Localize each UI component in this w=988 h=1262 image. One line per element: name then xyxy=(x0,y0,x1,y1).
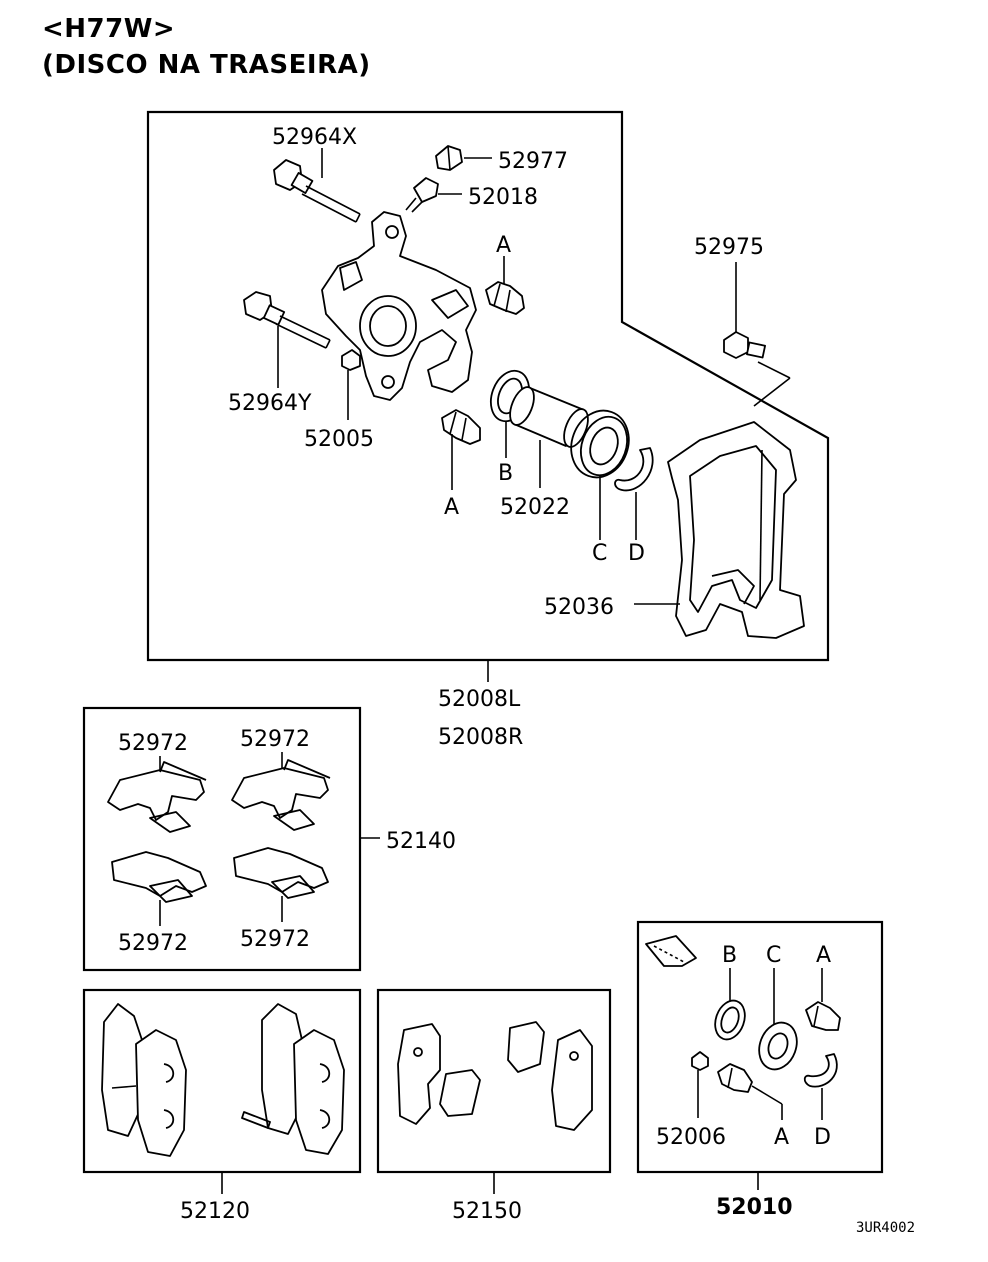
label-52005: 52005 xyxy=(304,427,374,452)
label-ref-B: B xyxy=(498,461,513,486)
kit-pin-boot-bottom xyxy=(717,1063,753,1093)
guide-pin-bolt-y xyxy=(243,291,331,349)
label-ref-D: D xyxy=(628,541,645,566)
piston-boot xyxy=(570,409,630,479)
label-52977: 52977 xyxy=(498,149,568,174)
kit-pin-boot-top xyxy=(805,1001,841,1031)
label-52972-top-right: 52972 xyxy=(240,727,310,752)
label-kit-A-bottom: A xyxy=(774,1125,789,1150)
guide-pin-bolt-x xyxy=(273,159,361,223)
label-52150: 52150 xyxy=(452,1199,522,1224)
label-kit-A-top: A xyxy=(816,943,831,968)
brake-pads-right xyxy=(241,1003,345,1155)
label-52964Y: 52964Y xyxy=(228,391,312,416)
label-ref-A-lower: A xyxy=(444,495,459,520)
bleeder-cap xyxy=(435,145,463,171)
snap-ring xyxy=(614,447,654,492)
seal-kit-box xyxy=(636,920,884,1174)
label-52975: 52975 xyxy=(694,235,764,260)
pad-clip-top-left xyxy=(107,761,207,833)
label-52018: 52018 xyxy=(468,185,538,210)
label-52008R: 52008R xyxy=(438,725,523,750)
label-52972-bottom-left: 52972 xyxy=(118,931,188,956)
bleeder-screw xyxy=(405,177,439,213)
label-52010: 52010 xyxy=(716,1195,793,1220)
label-52972-top-left: 52972 xyxy=(118,731,188,756)
pad-clip-top-right xyxy=(231,759,331,831)
label-52964X: 52964X xyxy=(272,125,357,150)
label-52036: 52036 xyxy=(544,595,614,620)
label-kit-D: D xyxy=(814,1125,831,1150)
brake-pads-left xyxy=(101,1003,187,1157)
figure-code: 3UR4002 xyxy=(856,1220,915,1236)
leader-52975-bracket-2 xyxy=(753,377,791,407)
kit-snap-ring xyxy=(803,1053,838,1088)
pad-clip-bottom-right xyxy=(233,847,329,899)
label-52022: 52022 xyxy=(500,495,570,520)
label-52008L: 52008L xyxy=(438,687,521,712)
kit-bushing xyxy=(691,1051,709,1071)
label-52972-bottom-right: 52972 xyxy=(240,927,310,952)
label-52140: 52140 xyxy=(386,829,456,854)
pin-bushing xyxy=(341,349,361,371)
caliper-bolt xyxy=(723,331,766,359)
pad-clip-bottom-left xyxy=(111,851,207,903)
piston xyxy=(509,386,589,448)
label-kit-C: C xyxy=(766,943,781,968)
label-ref-C: C xyxy=(592,541,607,566)
kit-seal-ring xyxy=(714,999,746,1041)
label-kit-B: B xyxy=(722,943,737,968)
caliper-body xyxy=(321,211,477,401)
label-ref-A-upper: A xyxy=(496,233,511,258)
pad-shims xyxy=(397,1021,593,1131)
pin-boot-upper xyxy=(485,281,525,315)
header-subtitle: (DISCO NA TRASEIRA) xyxy=(42,50,371,80)
label-52120: 52120 xyxy=(180,1199,250,1224)
header-model: <H77W> xyxy=(42,14,176,44)
pad-clip-kit-box xyxy=(82,706,362,972)
leader-kit-A-bottom xyxy=(751,1085,783,1105)
caliper-support xyxy=(667,421,805,639)
leader-52975-bracket xyxy=(757,361,791,379)
kit-piston-boot xyxy=(758,1021,798,1071)
label-52006: 52006 xyxy=(656,1125,726,1150)
pin-boot-lower xyxy=(441,409,481,445)
grease-packet xyxy=(645,935,697,967)
caliper-assembly-box xyxy=(146,110,830,662)
